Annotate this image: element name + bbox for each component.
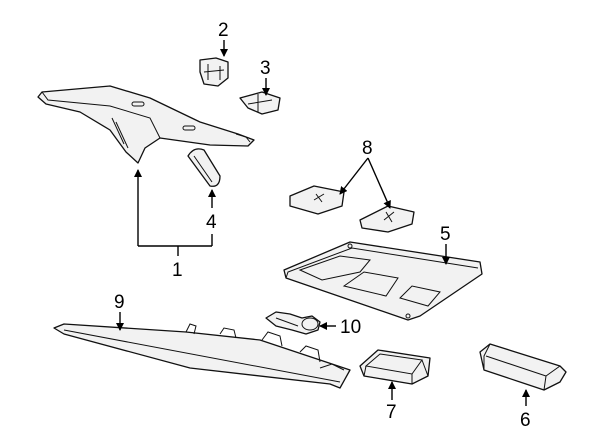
part-10-motor[interactable] — [265, 311, 321, 335]
part-3-clip[interactable] — [239, 91, 281, 115]
callout-8: 8 — [362, 138, 373, 159]
leader-8-left — [339, 157, 369, 195]
part-7-bin[interactable] — [359, 349, 431, 385]
part-5-package-tray[interactable] — [283, 241, 483, 321]
part-8-pad-left[interactable] — [289, 185, 345, 215]
part-4-grommet[interactable] — [187, 148, 221, 187]
callout-9: 9 — [114, 292, 125, 313]
part-9-sunshade[interactable] — [53, 323, 351, 389]
part-2-clip[interactable] — [199, 57, 229, 87]
callout-2: 2 — [218, 20, 229, 41]
part-6-cover[interactable] — [479, 343, 567, 391]
callout-3: 3 — [260, 58, 271, 79]
callout-1: 1 — [172, 260, 183, 281]
callout-7: 7 — [386, 402, 397, 423]
callout-10: 10 — [340, 317, 361, 338]
callout-6: 6 — [520, 410, 531, 431]
callout-5: 5 — [440, 224, 451, 245]
callout-4: 4 — [206, 212, 217, 233]
part-1-quarter-trim-panel[interactable] — [37, 85, 255, 164]
part-8-pad-right[interactable] — [359, 205, 415, 233]
leader-8-right — [367, 157, 391, 209]
